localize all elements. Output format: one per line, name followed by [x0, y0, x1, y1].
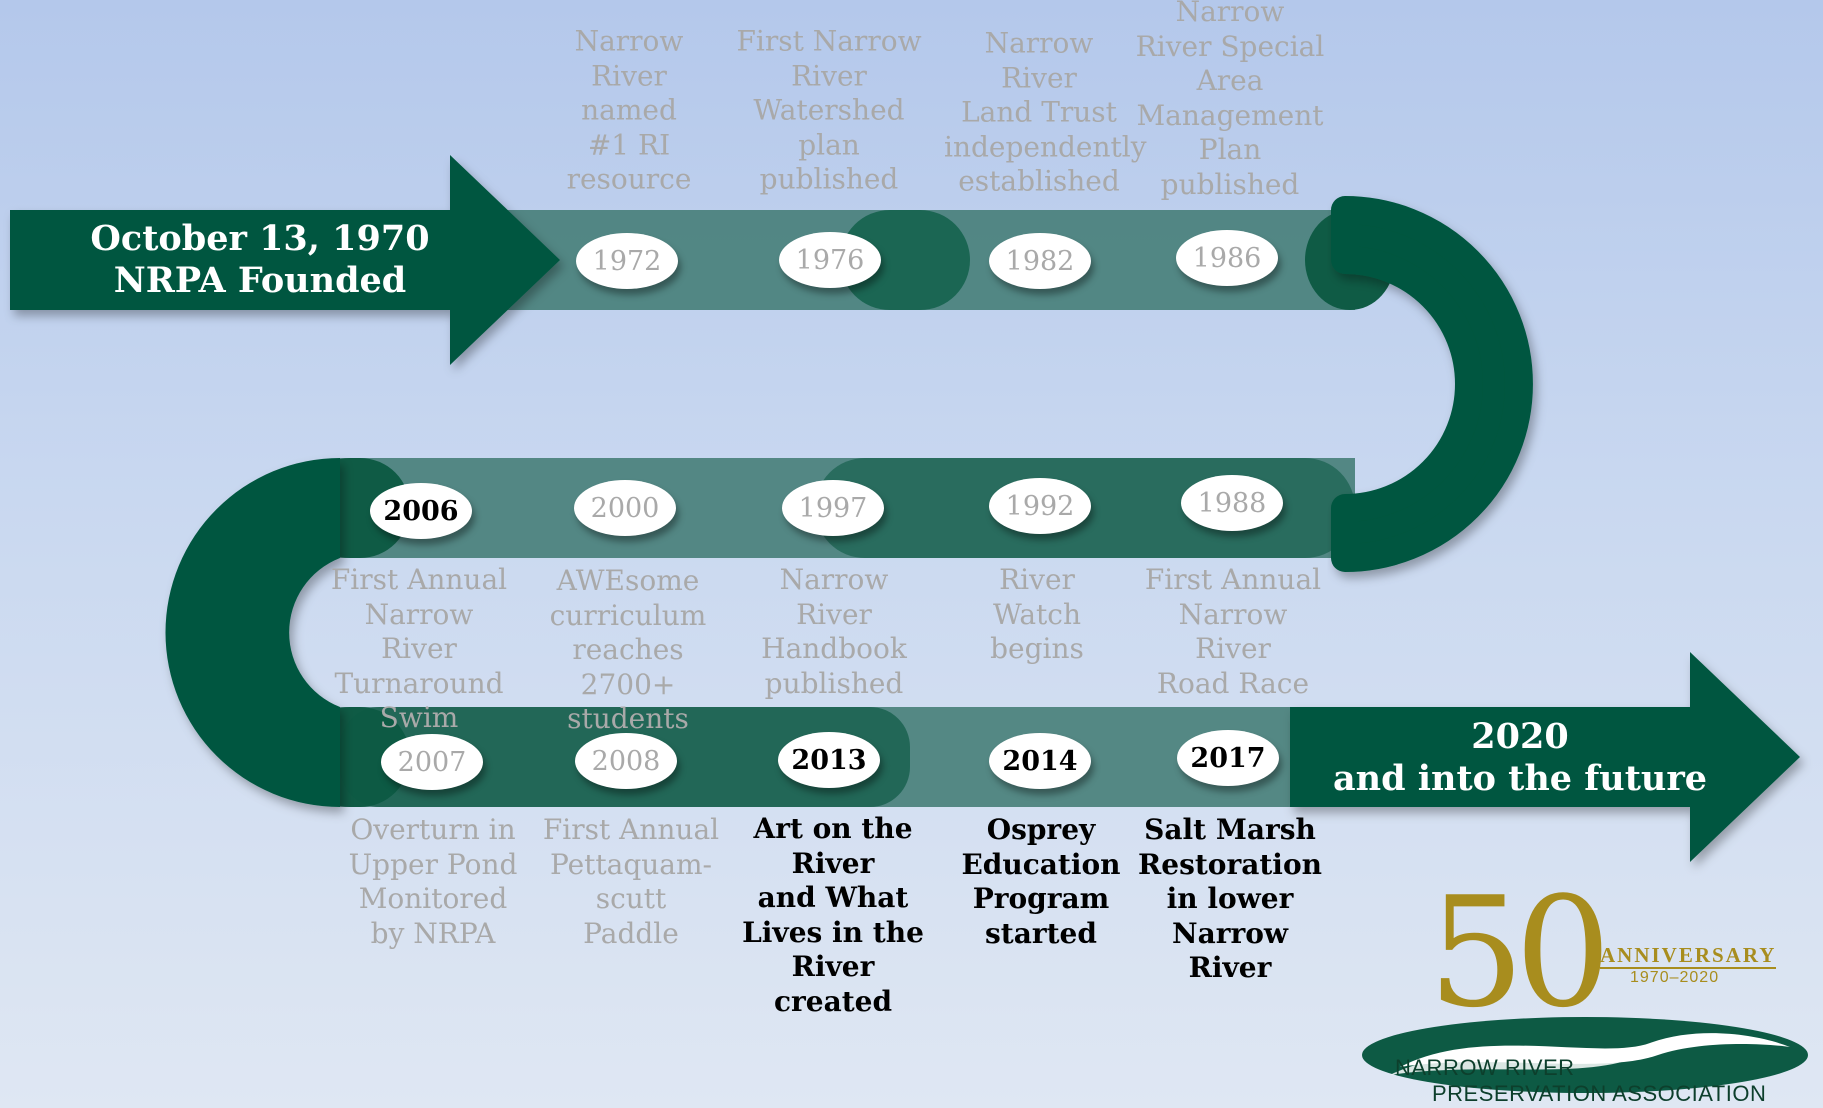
- end-banner-year: 2020: [1471, 716, 1569, 757]
- start-banner: October 13, 1970 NRPA Founded: [40, 218, 480, 302]
- start-arrow: [10, 155, 560, 365]
- milestone-year-1992: 1992: [989, 478, 1091, 534]
- end-arrow: [1290, 652, 1800, 862]
- nrpa-50th-anniversary-logo: 50 ANNIVERSARY 1970–2020 NARROW RIVER PR…: [1340, 877, 1820, 1108]
- milestone-caption-2007: Overturn in Upper Pond Monitored by NRPA: [348, 813, 518, 950]
- milestone-caption-2006: First Annual Narrow River Turnaround Swi…: [330, 563, 508, 734]
- milestone-year-2017: 2017: [1177, 730, 1279, 786]
- milestone-caption-1997: Narrow River Handbook published: [761, 563, 907, 700]
- logo-fifty: 50: [1428, 864, 1611, 1041]
- right-u-turn: [1331, 196, 1533, 572]
- milestone-caption-2000: AWEsome curriculum reaches 2700+ student…: [549, 564, 707, 735]
- left-u-turn: [165, 458, 340, 807]
- start-banner-event: NRPA Founded: [113, 260, 407, 301]
- milestone-caption-1972: Narrow River named #1 RI resource: [566, 24, 692, 196]
- logo-name-line2: PRESERVATION ASSOCIATION: [1432, 1081, 1767, 1106]
- milestone-year-2007: 2007: [381, 734, 483, 790]
- milestone-caption-1988: First Annual Narrow River Road Race: [1144, 563, 1322, 700]
- logo-river-swoosh: [1362, 1017, 1808, 1093]
- milestone-year-2013: 2013: [778, 732, 880, 788]
- milestone-caption-1992: River Watch begins: [990, 563, 1084, 665]
- milestone-year-1997: 1997: [782, 480, 884, 536]
- milestone-year-1988: 1988: [1181, 475, 1283, 531]
- milestone-year-1972: 1972: [576, 233, 678, 289]
- lane-1-overlap: [840, 210, 970, 310]
- milestone-caption-2017: Salt Marsh Restoration in lower Narrow R…: [1138, 813, 1322, 984]
- milestone-year-2006: 2006: [370, 483, 472, 539]
- start-banner-date: October 13, 1970: [90, 218, 430, 259]
- milestone-caption-1986: Narrow River Special Area Management Pla…: [1135, 0, 1325, 201]
- milestone-year-2008: 2008: [575, 733, 677, 789]
- milestone-year-1986: 1986: [1176, 230, 1278, 286]
- milestone-year-2000: 2000: [574, 480, 676, 536]
- milestone-caption-2014: Osprey Education Program started: [961, 813, 1121, 950]
- milestone-caption-1976: First Narrow River Watershed plan publis…: [736, 24, 922, 196]
- end-banner: 2020 and into the future: [1310, 716, 1730, 800]
- milestone-caption-1982: Narrow River Land Trust independently es…: [944, 26, 1147, 198]
- logo-anniversary: ANNIVERSARY: [1600, 943, 1777, 969]
- milestone-year-1982: 1982: [989, 233, 1091, 289]
- milestone-year-2014: 2014: [989, 733, 1091, 789]
- end-banner-text: and into the future: [1332, 758, 1708, 799]
- logo-years: 1970–2020: [1630, 969, 1720, 986]
- logo-name-line1: NARROW RIVER: [1395, 1055, 1575, 1080]
- milestone-caption-2008: First Annual Pettaquam- scutt Paddle: [542, 813, 720, 950]
- milestone-caption-2013: Art on the River and What Lives in the R…: [742, 812, 924, 1018]
- milestone-year-1976: 1976: [779, 232, 881, 288]
